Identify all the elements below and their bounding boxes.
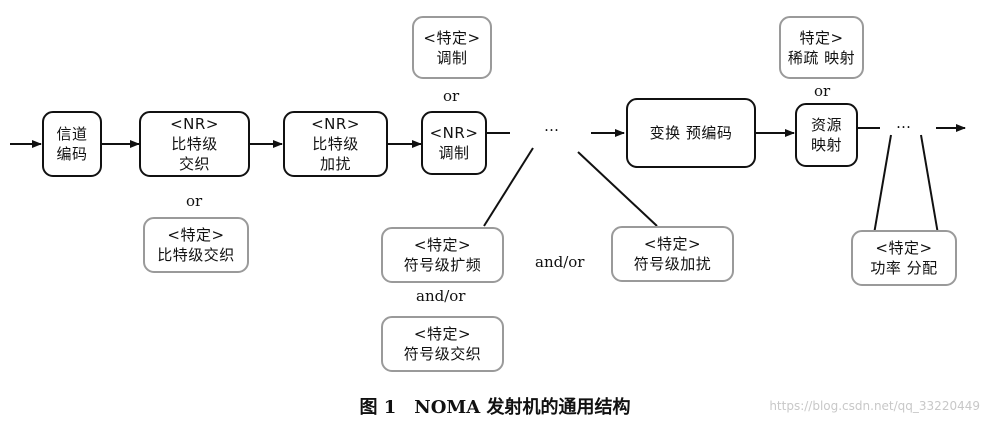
watermark: https://blog.csdn.net/qq_33220449 [769,399,980,413]
figure-caption: 图 1 NOMA 发射机的通用结构 [359,397,631,418]
transform-precoding-box: 变换 预编码 [626,98,756,168]
nr-modulation-box: <NR> 调制 [421,111,487,175]
diag-power-right [920,134,939,235]
specific-sparse-mapping-box: 特定> 稀疏 映射 [779,16,864,79]
or-label-mapping: or [814,82,831,100]
diag-power-left [873,134,892,235]
resource-mapping-box: 资源 映射 [795,103,858,167]
specific-power-allocation-box: <特定> 功率 分配 [851,230,957,286]
or-label-interleaving: or [186,192,203,210]
ellipsis-right: … [896,114,911,132]
specific-bit-interleaving-box: <特定> 比特级交织 [143,217,249,273]
diag-to-spreading [483,147,534,227]
specific-symbol-spreading-box: <特定> 符号级扩频 [381,227,504,283]
or-label-modulation: or [443,87,460,105]
and-or-label-middle: and/or [535,253,585,271]
ellipsis-middle: … [544,117,559,135]
specific-symbol-scrambling-box: <特定> 符号级加扰 [611,226,734,282]
nr-bit-scrambling-box: <NR> 比特级 加扰 [283,111,388,177]
diag-to-symbol-scrambling [577,151,658,227]
and-or-label-lower: and/or [416,287,466,305]
channel-coding-box: 信道 编码 [42,111,102,177]
specific-symbol-interleaving-box: <特定> 符号级交织 [381,316,504,372]
specific-modulation-box: <特定> 调制 [412,16,492,79]
nr-bit-interleaving-box: <NR> 比特级 交织 [139,111,250,177]
